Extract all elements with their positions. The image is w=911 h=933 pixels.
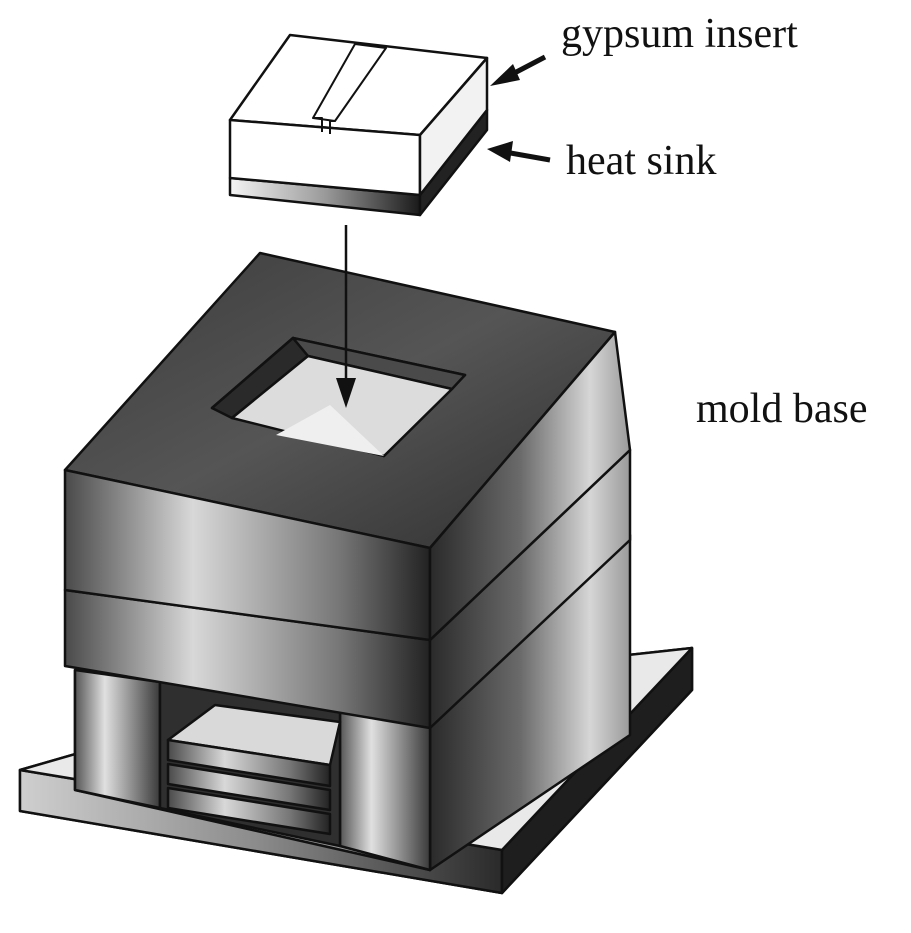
mold-base-label: mold base	[696, 386, 867, 432]
support-section	[73, 533, 632, 872]
left-pillar	[73, 668, 162, 810]
insert-slot	[312, 43, 387, 122]
heat-sink-leader-head	[487, 141, 513, 162]
gypsum-insert-label: gypsum insert	[561, 11, 798, 57]
gypsum-insert	[228, 33, 489, 217]
heat-sink-leader	[504, 149, 551, 163]
ejector-plate-1	[166, 738, 332, 788]
ejector-plate-2	[166, 762, 332, 812]
ejector-plate-3	[166, 786, 332, 836]
upper-block-right	[428, 330, 632, 642]
mold-cavity	[210, 336, 467, 458]
heat-sink-label: heat sink	[566, 138, 716, 184]
center-pillar	[338, 710, 432, 872]
gypsum-insert-leader-head	[490, 64, 520, 86]
insertion-arrow-head	[336, 378, 356, 408]
insert-right	[418, 56, 489, 197]
